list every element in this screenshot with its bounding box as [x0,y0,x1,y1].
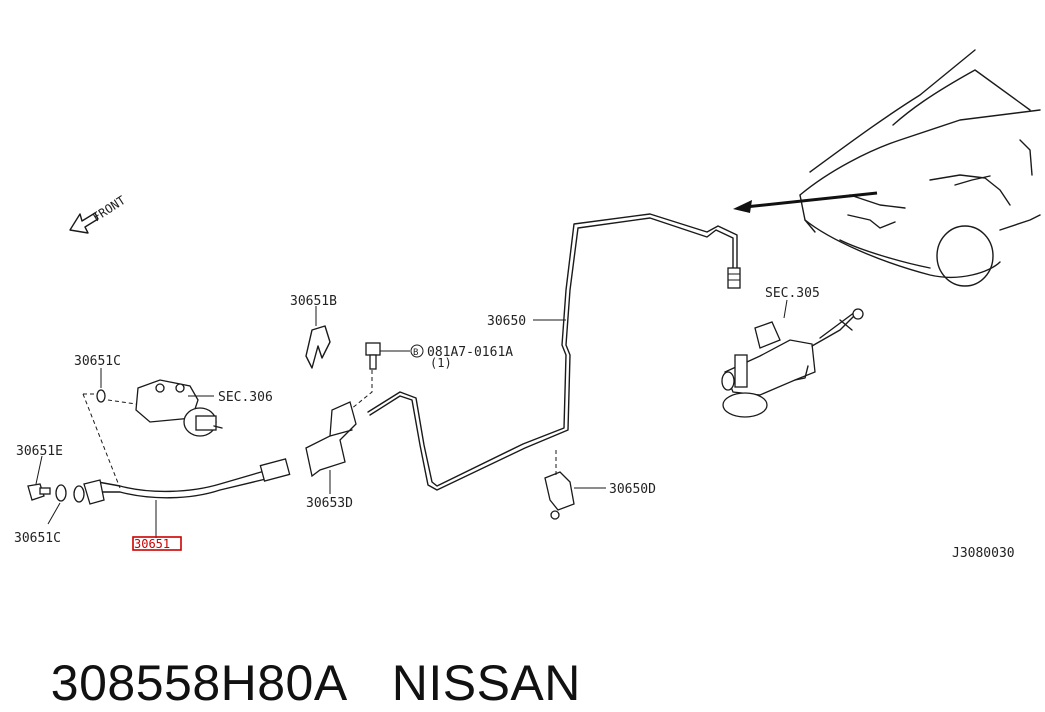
label-sec305: SEC.305 [765,286,820,301]
washer-30651C-bottom-icon [55,484,67,502]
label-30650: 30650 [487,314,526,329]
label-ref-code: J3080030 [952,546,1015,561]
highlight-box-30651[interactable] [132,536,182,551]
part-caption: 308558H80A NISSAN [22,596,581,712]
operating-cylinder-icon [135,379,223,437]
bracket-30653D-icon [305,401,357,478]
bolt-081A7-icon [365,342,381,370]
front-arrow-icon [69,212,99,234]
clip-30650D-icon [544,471,575,520]
location-arrow-icon [733,191,878,213]
brand-name: NISSAN [391,655,581,711]
master-cylinder-icon [721,308,864,418]
clutch-tube-30650[interactable] [367,213,741,491]
clip-30651B-icon [305,325,331,369]
clutch-hose-30651[interactable] [73,458,291,505]
front-label: FRONT [90,193,128,224]
label-bolt-mark: B [413,348,418,358]
label-30651B: 30651B [290,294,337,309]
car-outline-icon [799,49,1041,287]
parts-diagram: FRONT [14,49,1041,561]
label-30651C-bottom: 30651C [14,531,61,546]
bolt-30651E-icon [27,483,51,501]
bolt-mark-circle [410,344,424,358]
label-30651-highlight[interactable]: 30651 [134,537,170,551]
label-30653D: 30653D [306,496,353,511]
label-sec306: SEC.306 [218,390,273,405]
label-30651C-top: 30651C [74,354,121,369]
washer-30651C-top-icon [96,389,106,403]
label-30651E: 30651E [16,444,63,459]
leader-lines [35,299,788,538]
label-bolt-qty: (1) [430,356,452,370]
part-number: 308558H80A [50,655,348,711]
label-30650D: 30650D [609,482,656,497]
label-bolt-code: 081A7-0161A [427,345,513,360]
leader-dashed-upper [82,393,137,489]
